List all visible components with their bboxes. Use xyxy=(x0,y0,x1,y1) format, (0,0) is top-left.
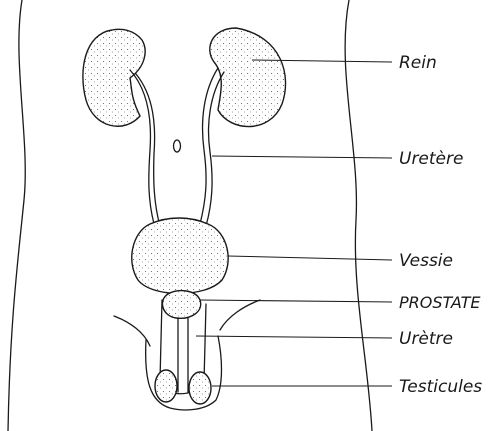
leader-vessie xyxy=(228,256,392,260)
bladder xyxy=(132,218,228,294)
leader-prostate xyxy=(200,300,392,302)
groin-line-left xyxy=(114,316,150,346)
groin-line-right xyxy=(220,300,260,330)
ureter-left xyxy=(130,70,154,224)
body-outline-right xyxy=(345,0,372,431)
navel xyxy=(174,140,181,152)
label-testicules: Testicules xyxy=(399,377,482,397)
scrotum-outline xyxy=(146,336,222,410)
ureter-left-inner xyxy=(136,74,160,226)
prostate xyxy=(162,291,200,319)
leader-uretere xyxy=(212,156,392,158)
label-prostate: PROSTATE xyxy=(399,293,481,312)
testicle-left xyxy=(155,370,177,402)
label-uretre: Urètre xyxy=(399,329,453,349)
label-rein: Rein xyxy=(399,53,437,73)
body-outline-left xyxy=(8,0,25,431)
label-uretere: Uretère xyxy=(399,149,463,169)
label-vessie: Vessie xyxy=(399,251,453,271)
testicle-right xyxy=(189,372,211,404)
